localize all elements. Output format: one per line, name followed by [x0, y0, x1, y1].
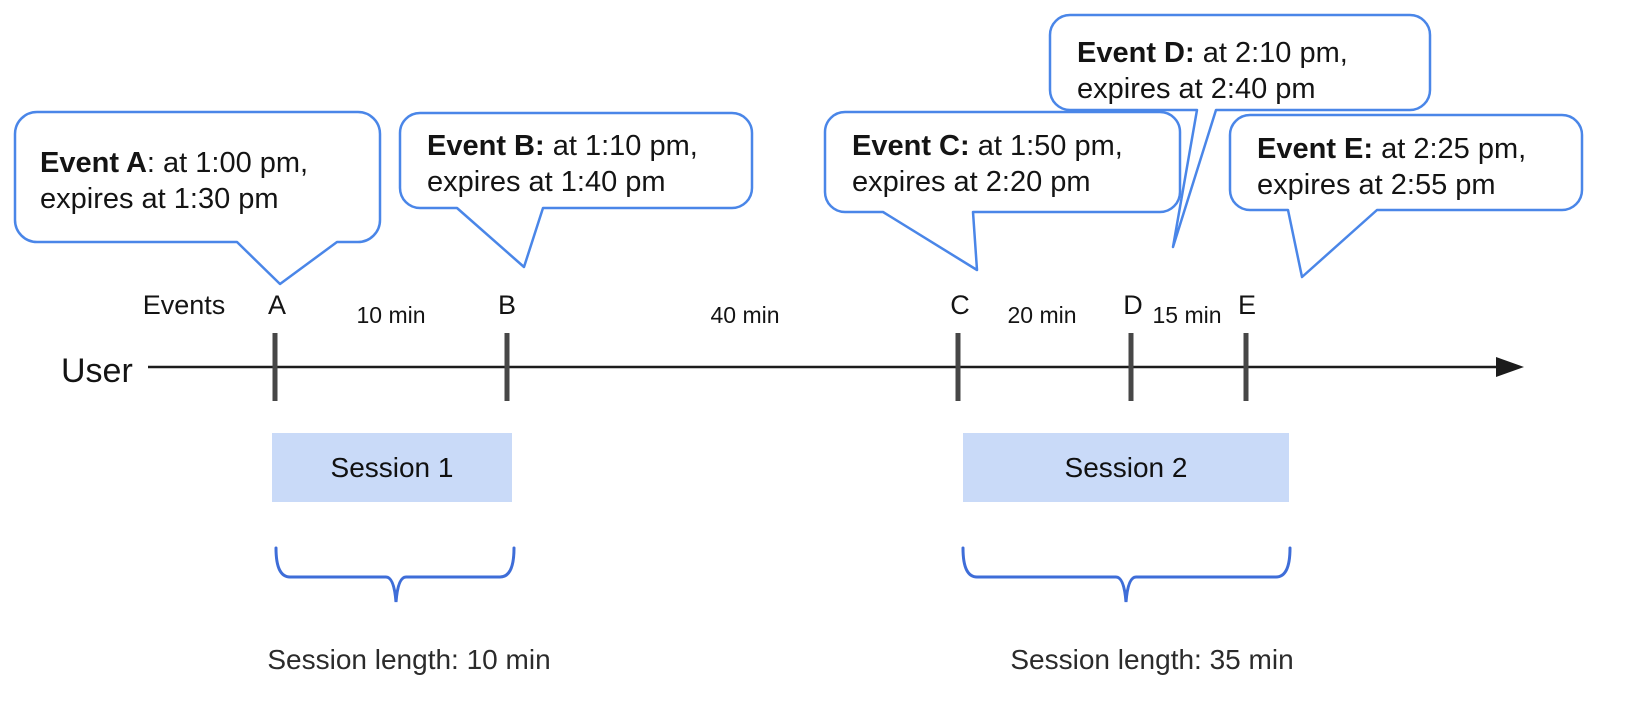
event-e-callout-bold: Event E: [1257, 133, 1374, 165]
session-2-label: Session 2 [1064, 451, 1188, 483]
event-a-callout-line2: expires at 1:30 pm [40, 182, 279, 215]
event-a-callout-text: Event A: at 1:00 pm, expires at 1:30 pm [40, 146, 308, 217]
event-b-tick [504, 333, 510, 401]
event-b-callout-rest: at 1:10 pm, [544, 130, 698, 162]
event-d-callout-bold: Event D: [1077, 37, 1195, 69]
event-b-callout-line2: expires at 1:40 pm [427, 165, 666, 198]
event-d-tick [1128, 333, 1134, 401]
event-c-callout-line2: expires at 2:20 pm [852, 165, 1091, 198]
event-c-callout-line1: Event C: at 1:50 pm, [852, 129, 1123, 165]
event-c-callout-bold: Event C: [852, 130, 970, 162]
event-b-callout-text: Event B: at 1:10 pm, expires at 1:40 pm [427, 129, 698, 200]
event-a-label: A [267, 290, 287, 320]
event-d-callout-rest: at 2:10 pm, [1194, 37, 1348, 69]
session-1-bar: Session 1 [272, 433, 512, 502]
event-d-callout-line1: Event D: at 2:10 pm, [1077, 36, 1348, 72]
interval-label-c-d: 20 min [1007, 302, 1077, 328]
event-e-tick [1243, 333, 1249, 401]
event-d-callout-shape [1048, 13, 1432, 249]
event-e-callout-shape [1228, 113, 1584, 279]
event-e-callout-text: Event E: at 2:25 pm, expires at 2:55 pm [1257, 132, 1526, 203]
interval-label-a-b: 10 min [356, 302, 426, 328]
event-c-callout-shape [823, 110, 1182, 272]
event-b-label: B [497, 290, 517, 320]
user-label: User [61, 352, 133, 390]
session-2-bar: Session 2 [963, 433, 1289, 502]
session-2-length-caption: Session length: 35 min [1010, 644, 1294, 675]
event-c-callout-text: Event C: at 1:50 pm, expires at 2:20 pm [852, 129, 1123, 200]
session-1-brace [274, 546, 516, 603]
event-e-callout-line2: expires at 2:55 pm [1257, 168, 1496, 201]
timeline-arrowhead [1496, 357, 1524, 377]
interval-label-b-c: 40 min [710, 302, 780, 328]
event-c-callout-rest: at 1:50 pm, [969, 130, 1123, 162]
event-a-callout-rest: : at 1:00 pm, [146, 147, 309, 179]
event-e-callout-rest: at 2:25 pm, [1373, 133, 1527, 165]
event-a-callout-line1: Event A: at 1:00 pm, [40, 146, 308, 182]
session-1-length-caption: Session length: 10 min [267, 644, 551, 675]
event-e-label: E [1237, 290, 1257, 320]
event-d-callout-text: Event D: at 2:10 pm, expires at 2:40 pm [1077, 36, 1348, 107]
event-a-callout-shape [13, 110, 382, 286]
event-b-callout-shape [398, 111, 754, 269]
event-d-label: D [1123, 290, 1143, 320]
event-b-callout-bold: Event B: [427, 130, 545, 162]
interval-label-d-e: 15 min [1152, 302, 1222, 328]
session-1-label: Session 1 [330, 451, 454, 483]
event-d-callout-line2: expires at 2:40 pm [1077, 72, 1316, 105]
event-c-label: C [950, 290, 970, 320]
event-e-callout-line1: Event E: at 2:25 pm, [1257, 132, 1526, 168]
event-c-tick [955, 333, 961, 401]
event-b-callout-line1: Event B: at 1:10 pm, [427, 129, 698, 165]
events-axis-label: Events [142, 290, 226, 320]
event-a-tick [272, 333, 278, 401]
session-2-brace [961, 546, 1292, 603]
event-a-callout-bold: Event A [40, 147, 147, 179]
